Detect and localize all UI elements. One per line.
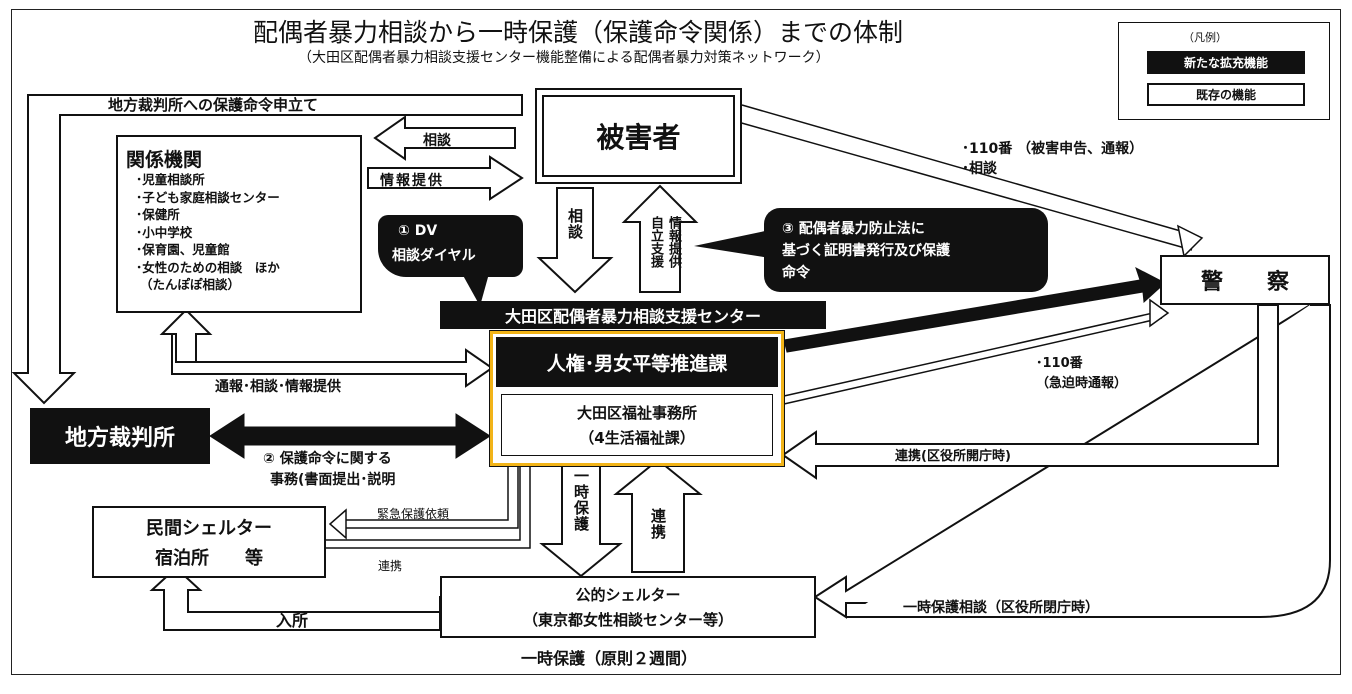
court-duty-label: ② 保護命令に関する xyxy=(263,451,392,467)
info-right-arrow xyxy=(367,155,524,201)
dv-dial-callout: ① DV 相談ダイヤル xyxy=(378,215,523,277)
police-consult-label: ･相談 xyxy=(962,161,997,177)
dv-dial-line2: 相談ダイヤル xyxy=(392,248,476,264)
certificate-line3: 命令 xyxy=(782,265,810,281)
diagram-frame xyxy=(11,9,1341,675)
report-consult-info-label: 通報･相談･情報提供 xyxy=(215,379,341,395)
center-banner: 大田区配偶者暴力相談支援センター xyxy=(440,301,826,329)
private-shelter-box: 民間シェルター 宿泊所 等 xyxy=(92,506,326,578)
cooperation-small-label: 連携 xyxy=(378,559,403,573)
admission-label: 入所 xyxy=(276,611,309,630)
cooperation-open-label: 連携(区役所開庁時) xyxy=(895,449,1011,464)
police-box: 警 察 xyxy=(1160,255,1330,305)
related-orgs-box: 関係機関 ･児童相談所 ･子ども家庭相談センター ･保健所 ･小中学校 ･保育園… xyxy=(116,135,362,313)
new-police-arrow xyxy=(783,266,1166,353)
court-petition-arrow xyxy=(11,94,523,405)
dv-dial-line1: ① DV xyxy=(398,223,438,239)
private-shelter-line1: 民間シェルター xyxy=(146,518,272,539)
legend-existing-function: 既存の機能 xyxy=(1147,83,1305,106)
cooperation-vertical-label: 連携 xyxy=(649,508,667,540)
certificate-line2: 基づく証明書発行及び保護 xyxy=(782,243,950,259)
related-orgs-title: 関係機関 xyxy=(126,149,203,171)
victim-box: 被害者 xyxy=(535,88,742,184)
certificate-line1: ③ 配偶者暴力防止法に xyxy=(782,221,925,237)
independence-support-label: 自立支援 xyxy=(648,216,663,268)
police-110-label: ･110番 （被害申告、通報） xyxy=(962,141,1144,157)
public-shelter-line2: （東京都女性相談センター等） xyxy=(522,611,733,629)
diagram-title: 配偶者暴力相談から一時保護（保護命令関係）までの体制 xyxy=(253,18,904,47)
consult-label: 相談 xyxy=(423,133,451,149)
support-center-frame: 人権･男女平等推進課 大田区福祉事務所 （4生活福祉課） xyxy=(490,331,784,466)
emergency-protection-label: 緊急保護依頼 xyxy=(377,507,450,521)
legend-new-function: 新たな拡充機能 xyxy=(1147,51,1305,74)
welfare-police-line xyxy=(783,310,1163,405)
legend: （凡例） 新たな拡充機能 既存の機能 xyxy=(1118,22,1330,120)
list-item: ･女性のための相談 ほか xyxy=(136,259,280,275)
welfare-office-line1: 大田区福祉事務所 xyxy=(576,404,697,422)
diagram-subtitle: （大田区配偶者暴力相談支援センター機能整備による配偶者暴力対策ネットワーク） xyxy=(298,50,830,66)
related-orgs-list: ･児童相談所 ･子ども家庭相談センター ･保健所 ･小中学校 ･保育園、児童館 … xyxy=(136,171,280,294)
list-item: （たんぽぽ相談） xyxy=(140,277,241,292)
human-rights-division: 人権･男女平等推進課 xyxy=(496,337,778,387)
list-item: ･保健所 xyxy=(136,207,180,222)
dv-dial-pointer xyxy=(460,270,490,306)
list-item: ･小中学校 xyxy=(136,224,193,240)
cooperation-open-arrow xyxy=(781,304,1279,480)
legend-heading: （凡例） xyxy=(1183,31,1227,44)
district-court-box: 地方裁判所 xyxy=(30,408,210,464)
support-up-arrow xyxy=(621,184,699,293)
cooperation-up-arrow xyxy=(613,458,703,573)
court-petition-label: 地方裁判所への保護命令申立て xyxy=(108,96,319,114)
welfare-office-line2: （4生活福祉課） xyxy=(579,429,695,447)
public-shelter-box: 公的シェルター （東京都女性相談センター等） xyxy=(440,576,816,638)
certificate-pointer xyxy=(694,230,770,258)
temp-protection-consult-label: 一時保護相談（区役所閉庁時） xyxy=(903,600,1099,616)
temp-protection-vertical-label: 一時保護 xyxy=(572,468,590,532)
list-item: ･児童相談所 xyxy=(136,172,205,187)
court-duty-sub-label: 事務(書面提出･説明 xyxy=(270,472,396,488)
emergency-110-label: ･110番 xyxy=(1036,356,1083,371)
victim-police-line xyxy=(737,104,1199,251)
welfare-office-box: 大田区福祉事務所 （4生活福祉課） xyxy=(501,394,773,456)
consult-left-arrow xyxy=(373,115,516,161)
private-shelter-line2: 宿泊所 等 xyxy=(155,548,263,569)
info-support-label: 情報提供 xyxy=(666,216,681,268)
public-shelter-line1: 公的シェルター xyxy=(575,586,681,604)
emergency-110-sub-label: （急迫時通報） xyxy=(1036,376,1128,391)
list-item: ･子ども家庭相談センター xyxy=(136,189,280,205)
consult-vertical-label: 相談 xyxy=(566,208,584,240)
victim-label: 被害者 xyxy=(596,121,681,154)
consult-down-arrow xyxy=(536,187,614,294)
certificate-callout: ③ 配偶者暴力防止法に 基づく証明書発行及び保護 命令 xyxy=(764,208,1048,292)
list-item: ･保育園、児童館 xyxy=(136,242,230,257)
info-provide-label: 情報提供 xyxy=(380,173,444,189)
police-label: 警 察 xyxy=(1200,270,1289,295)
temp-protection-down-arrow xyxy=(539,457,623,578)
temp-protection-period-label: 一時保護（原則２週間） xyxy=(521,649,698,668)
